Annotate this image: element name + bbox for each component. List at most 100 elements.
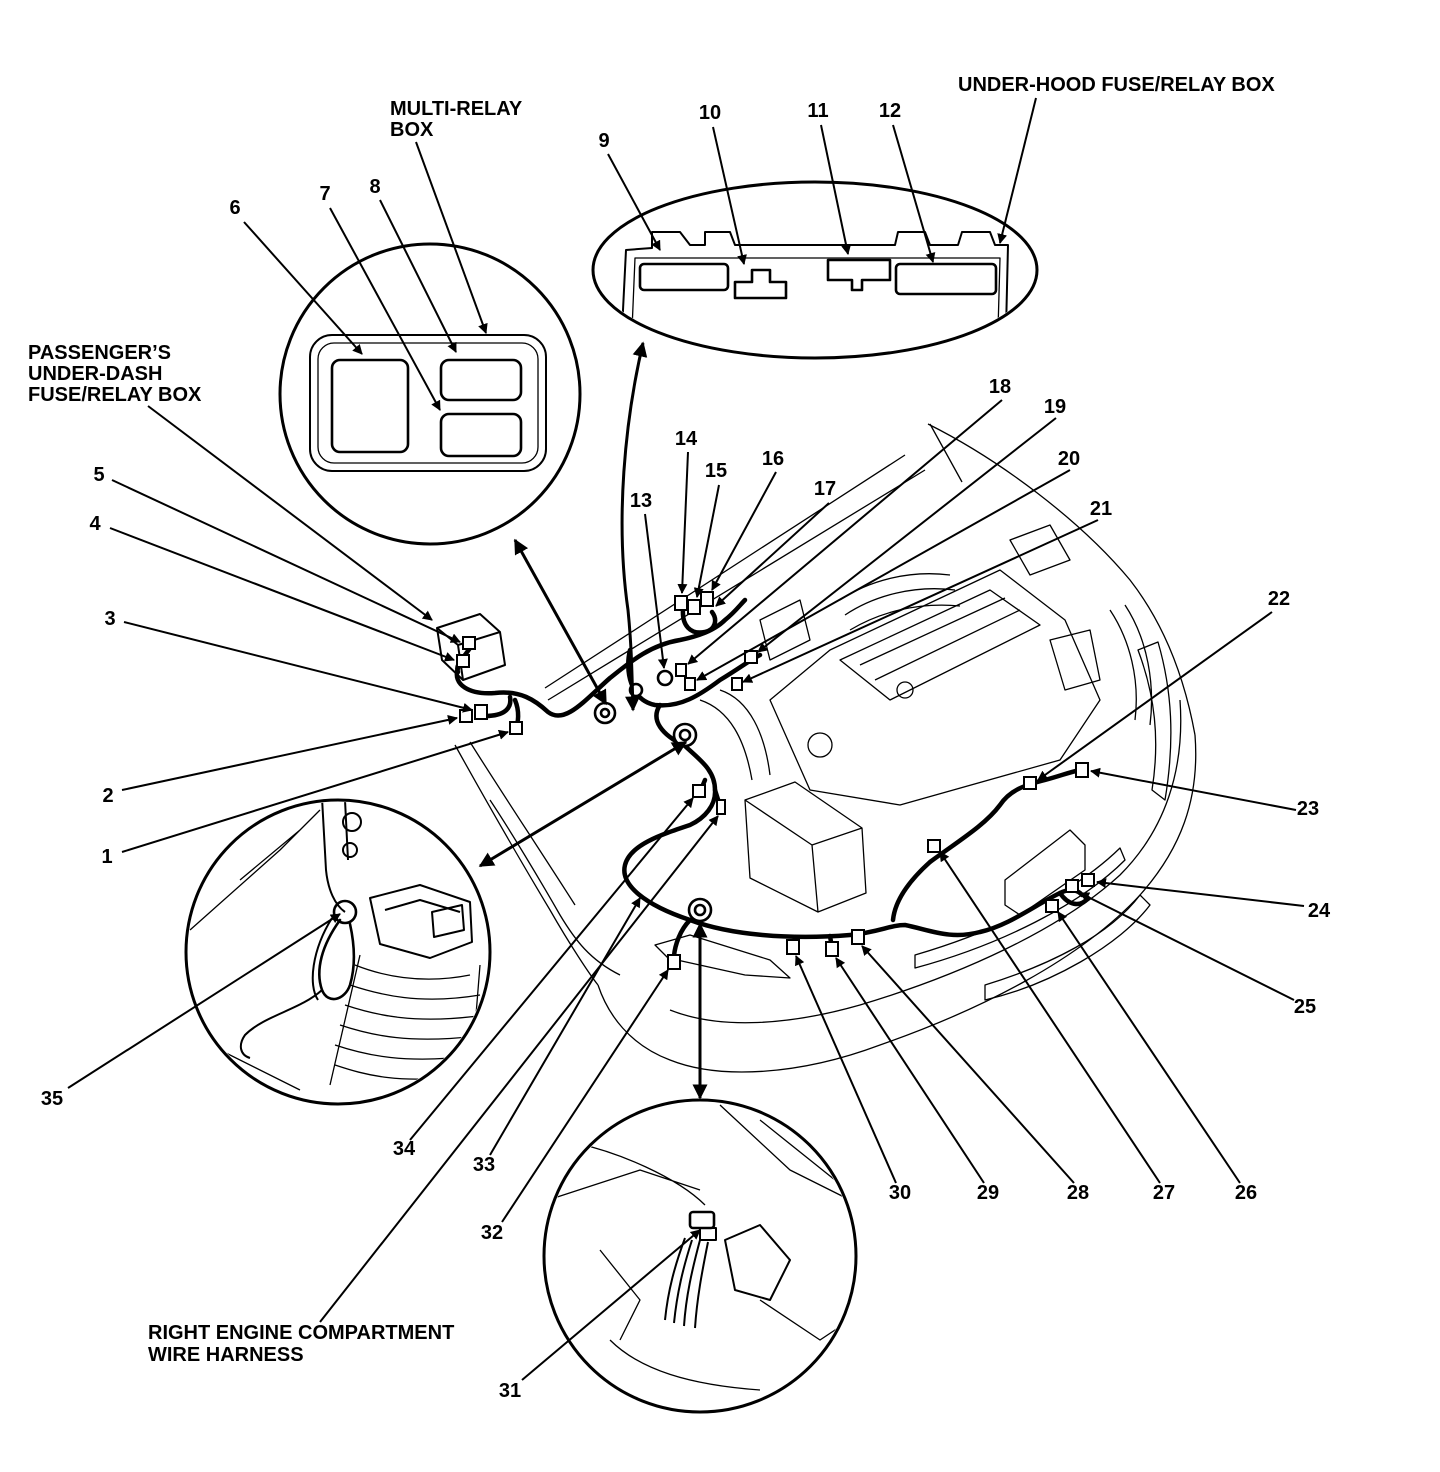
leader-line-9 <box>607 153 661 251</box>
leader-line-17 <box>715 502 830 607</box>
radiator <box>1004 829 1086 916</box>
relay-12 <box>894 262 998 296</box>
connector-32 <box>667 954 681 970</box>
connector-18 <box>675 663 687 677</box>
connector-28 <box>851 929 865 945</box>
connector-22 <box>1023 776 1037 790</box>
connector-31-detail <box>542 1098 858 1414</box>
callout-14: 14 <box>675 428 698 450</box>
grommet-firewall-inner <box>599 707 611 719</box>
leader-line-25 <box>1079 892 1295 1001</box>
callout-24: 24 <box>1308 900 1331 922</box>
callout-18: 18 <box>989 376 1011 398</box>
callout-31: 31 <box>499 1380 521 1402</box>
leader-line-24 <box>1096 878 1305 907</box>
callout-19: 19 <box>1044 396 1066 418</box>
leader-line-14 <box>677 451 689 594</box>
callout-3: 3 <box>104 608 115 630</box>
detail-bolt-1 <box>342 812 362 832</box>
right-headlight <box>1137 641 1172 801</box>
bumper-inner <box>669 699 1182 1024</box>
reservoir <box>1009 524 1071 576</box>
callout-17: 17 <box>814 478 836 500</box>
leader-line-5 <box>111 479 461 643</box>
leader-line-32 <box>501 969 669 1223</box>
harness-branch-2-3 <box>482 694 513 719</box>
intake-runners <box>839 573 961 631</box>
cowl-line-2 <box>544 454 906 689</box>
connector-31-magnifier <box>542 1098 858 1414</box>
passenger-label-line1: PASSENGER’S <box>28 342 171 364</box>
leader-line-passenger-box <box>147 405 433 621</box>
relay-10 <box>733 268 788 300</box>
leader-line-1 <box>121 729 509 853</box>
valve-cover <box>839 589 1041 701</box>
callout-20: 20 <box>1058 448 1080 470</box>
arrow-connector-35-location <box>478 740 688 868</box>
harness-label-line1: RIGHT ENGINE COMPARTMENT <box>148 1322 454 1344</box>
connector-31-wires <box>664 1237 709 1329</box>
connector-4 <box>456 654 470 668</box>
callout-13: 13 <box>630 490 652 512</box>
multi-relay-magnifier <box>278 242 582 546</box>
callout-8: 8 <box>369 176 380 198</box>
callout-33: 33 <box>473 1154 495 1176</box>
relay-7 <box>439 412 523 458</box>
connector-35-clip <box>332 899 358 925</box>
callout-35: 35 <box>41 1088 63 1110</box>
leader-line-6 <box>243 221 363 355</box>
callout-6: 6 <box>229 197 240 219</box>
connector-2 <box>459 709 473 723</box>
callout-27: 27 <box>1153 1182 1175 1204</box>
multi-relay-box-outer <box>309 334 547 472</box>
callout-23: 23 <box>1297 798 1319 820</box>
connector-34 <box>716 799 726 815</box>
connector-13-round <box>656 669 674 687</box>
leader-line-28 <box>861 945 1075 1184</box>
connector-19 <box>744 650 758 664</box>
grommet-strut-inner <box>678 728 692 742</box>
under-hood-magnifier <box>591 180 1039 360</box>
hose-pair <box>699 689 771 781</box>
leader-line-12 <box>892 124 936 263</box>
callout-10: 10 <box>699 102 721 124</box>
leader-line-4 <box>109 527 455 662</box>
leader-line-23 <box>1090 767 1297 811</box>
leader-line-19 <box>757 417 1057 653</box>
leader-line-7 <box>329 207 441 411</box>
fuse-box-inner-outline <box>631 257 1001 331</box>
leader-line-27 <box>939 851 1161 1184</box>
callout-4: 4 <box>89 513 101 535</box>
callout-21: 21 <box>1090 498 1112 520</box>
leader-line-31 <box>521 1229 701 1381</box>
wheel-arch <box>489 799 621 976</box>
left-fender <box>454 744 599 986</box>
oil-cap <box>807 732 833 758</box>
multi-relay-label-line1: MULTI-RELAY <box>390 98 523 120</box>
callout-2: 2 <box>102 785 113 807</box>
grommet-front-inner <box>693 903 707 917</box>
connector-26 <box>1045 899 1059 913</box>
leader-line-15 <box>693 484 720 598</box>
bumper-outer <box>597 734 1197 1073</box>
battery <box>744 781 867 913</box>
harness-loop-14-16 <box>680 607 718 635</box>
relay-11 <box>826 258 892 292</box>
arrow-under-hood-location <box>620 341 648 712</box>
relay-8 <box>439 358 523 402</box>
engine-mount <box>1049 629 1101 691</box>
callout-25: 25 <box>1294 996 1316 1018</box>
connector-29 <box>825 941 839 957</box>
leader-line-21 <box>742 519 1099 683</box>
detail-bracket-tab <box>431 904 465 938</box>
connector-27 <box>927 839 941 853</box>
passenger-label-line3: FUSE/RELAY BOX <box>28 384 202 406</box>
engine-block <box>769 569 1101 806</box>
harness-main-run <box>454 597 748 718</box>
component-labels: MULTI-RELAY BOX UNDER-HOOD FUSE/RELAY BO… <box>28 74 1275 1366</box>
grille-lower <box>984 894 1151 1001</box>
callout-numbers: 1 2 3 4 5 6 7 8 9 10 11 12 13 14 15 16 1… <box>41 100 1331 1402</box>
leader-line-33 <box>489 897 641 1156</box>
leader-line-under-hood <box>997 97 1037 244</box>
